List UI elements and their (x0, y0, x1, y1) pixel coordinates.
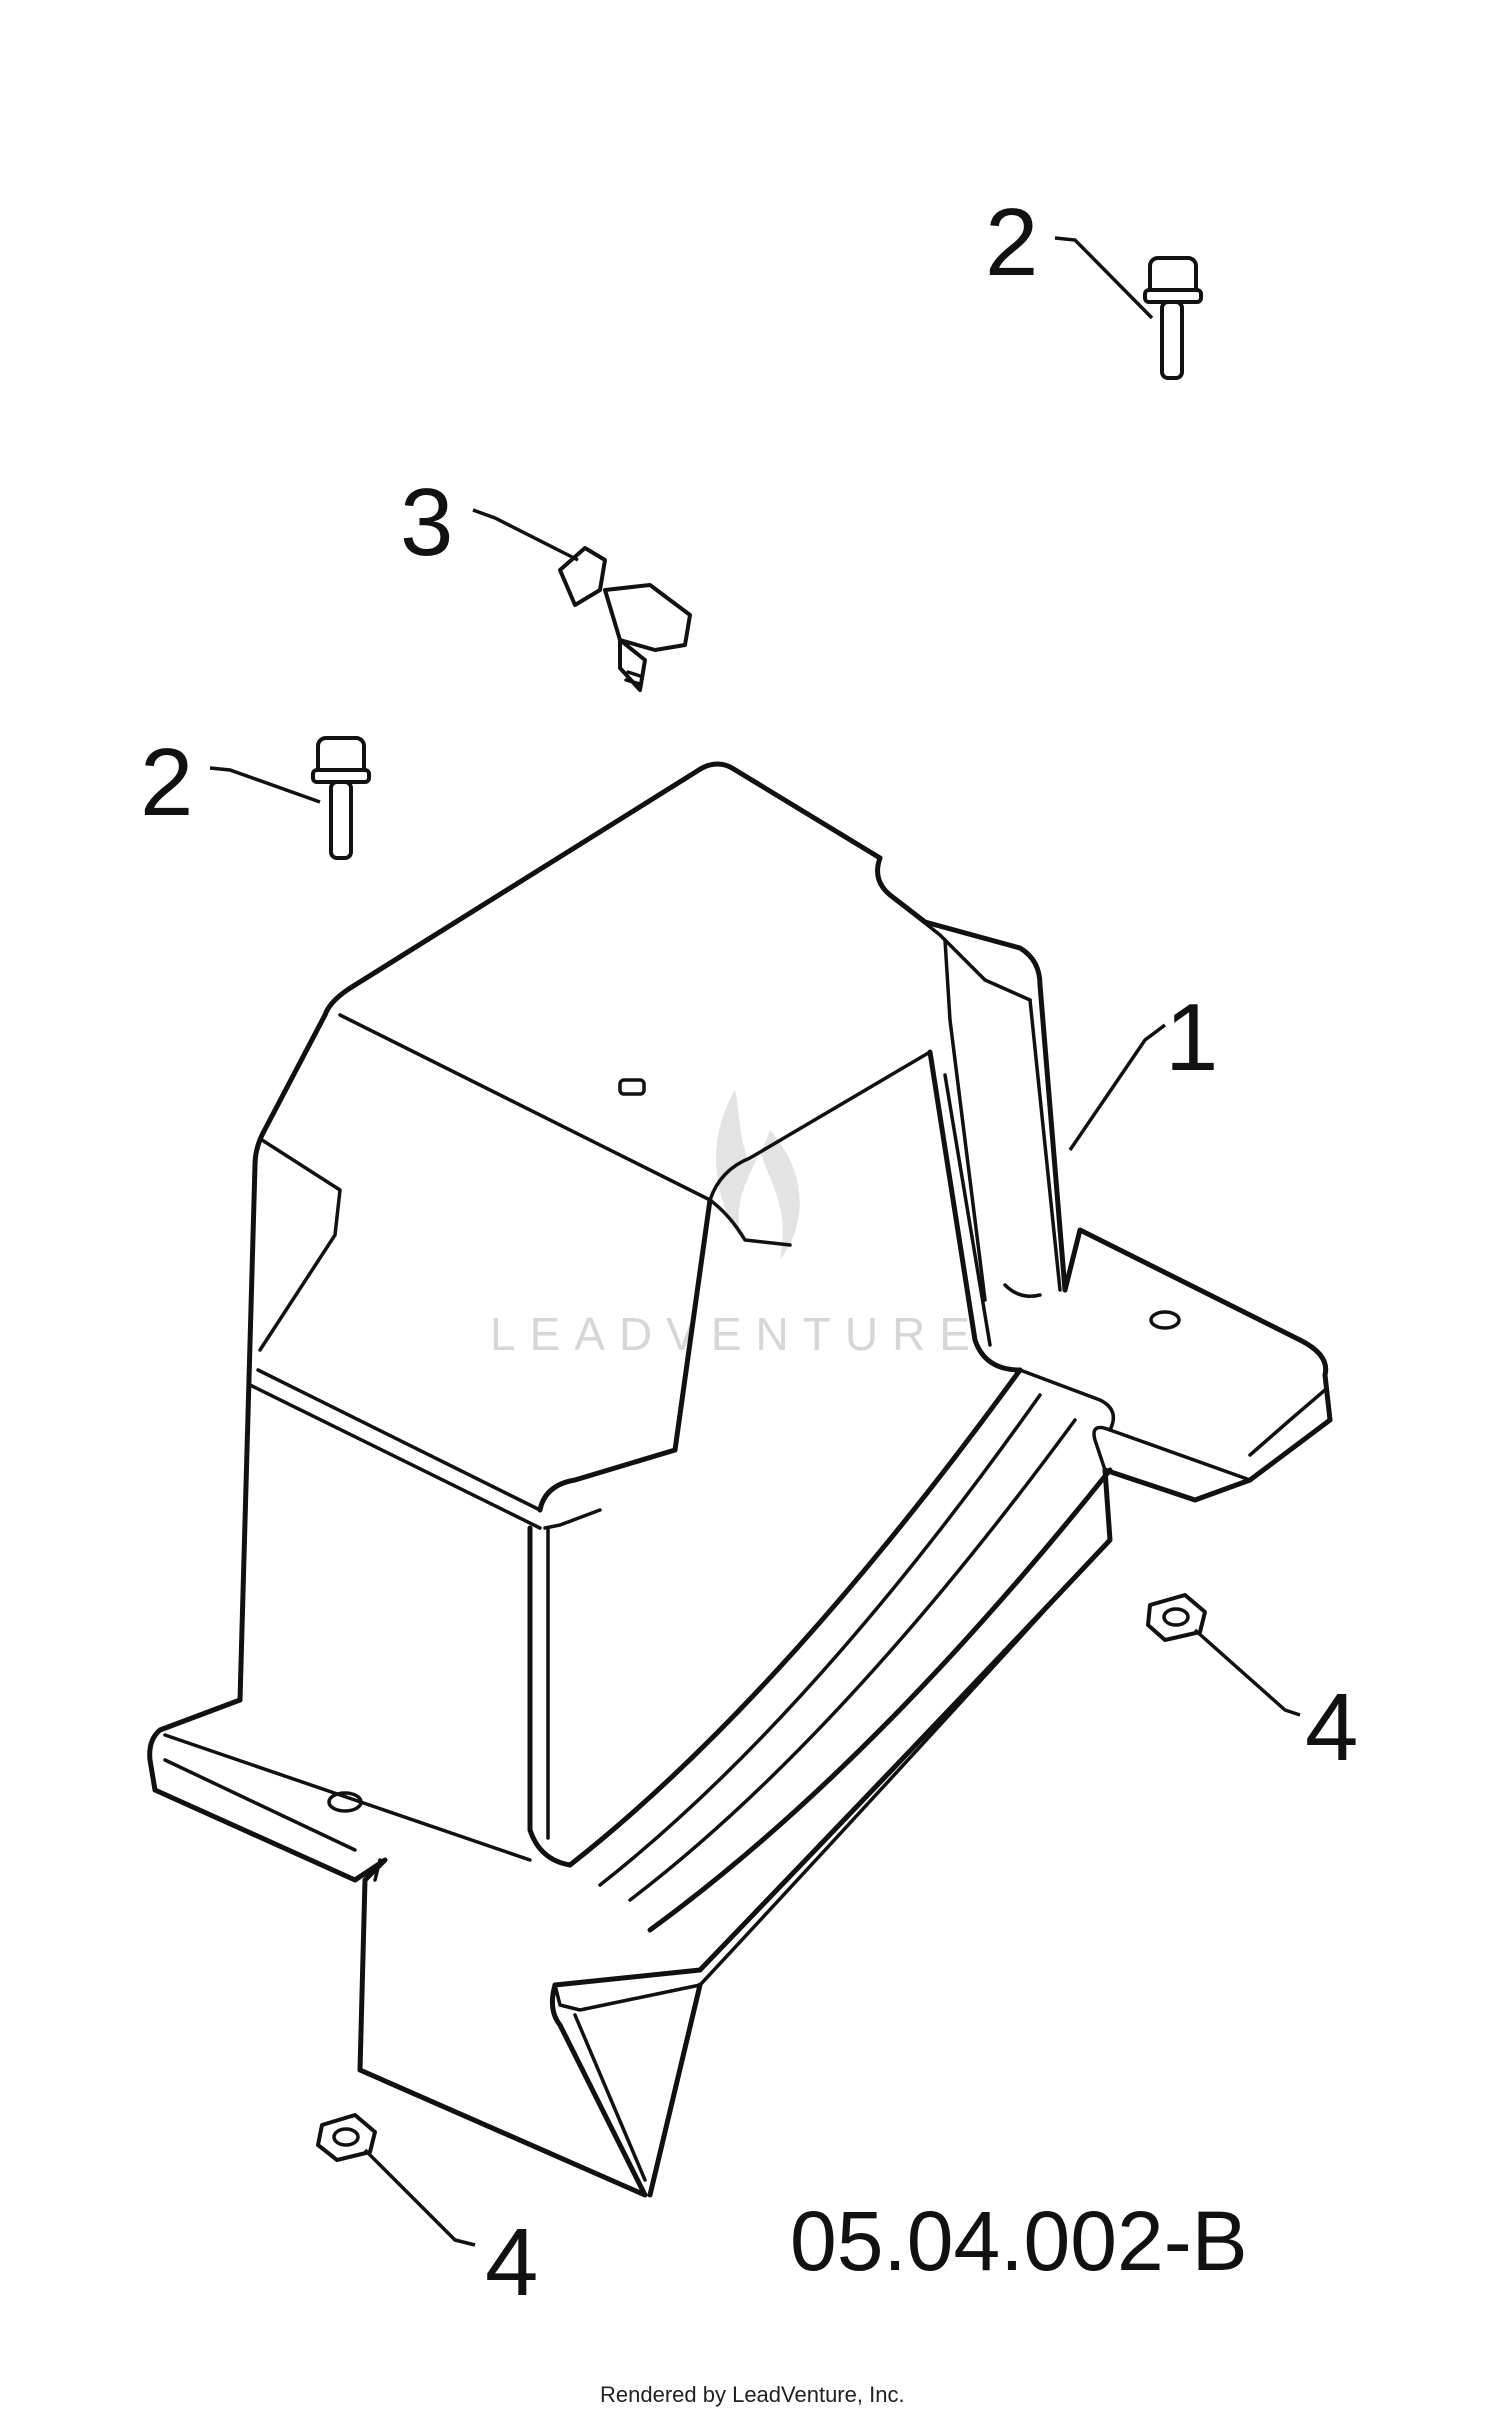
part-clip (558, 546, 692, 692)
leader-1 (1068, 1023, 1167, 1151)
callout-4-bottom: 4 (485, 2209, 538, 2316)
leader-3 (472, 508, 579, 562)
callout-3: 3 (400, 469, 453, 576)
leader-lines (209, 236, 1301, 2247)
drawing-code: 05.04.002-B (790, 2194, 1248, 2288)
part-nut-bottom (316, 2113, 377, 2162)
leader-4-bottom (363, 2148, 476, 2247)
footer-credit: Rendered by LeadVenture, Inc. (600, 2382, 905, 2407)
part-nut-right (1146, 1593, 1207, 1642)
flame-logo-icon (716, 1090, 800, 1260)
watermark: LEADVENTURE (490, 1090, 984, 1360)
part-bolt-top (1143, 256, 1203, 380)
leader-2-left (209, 766, 321, 804)
watermark-text: LEADVENTURE (490, 1308, 984, 1360)
callout-2-left: 2 (140, 729, 193, 836)
callout-2-top: 2 (985, 189, 1038, 296)
leader-2-top (1054, 236, 1154, 320)
leader-4-right (1193, 1628, 1301, 1717)
callout-4-right: 4 (1305, 1674, 1358, 1781)
part-bolt-left (311, 736, 371, 860)
part-cover-shroud (147, 761, 1333, 2198)
callout-1: 1 (1165, 984, 1218, 1091)
callout-labels: 2 3 2 1 4 4 (140, 189, 1358, 2316)
